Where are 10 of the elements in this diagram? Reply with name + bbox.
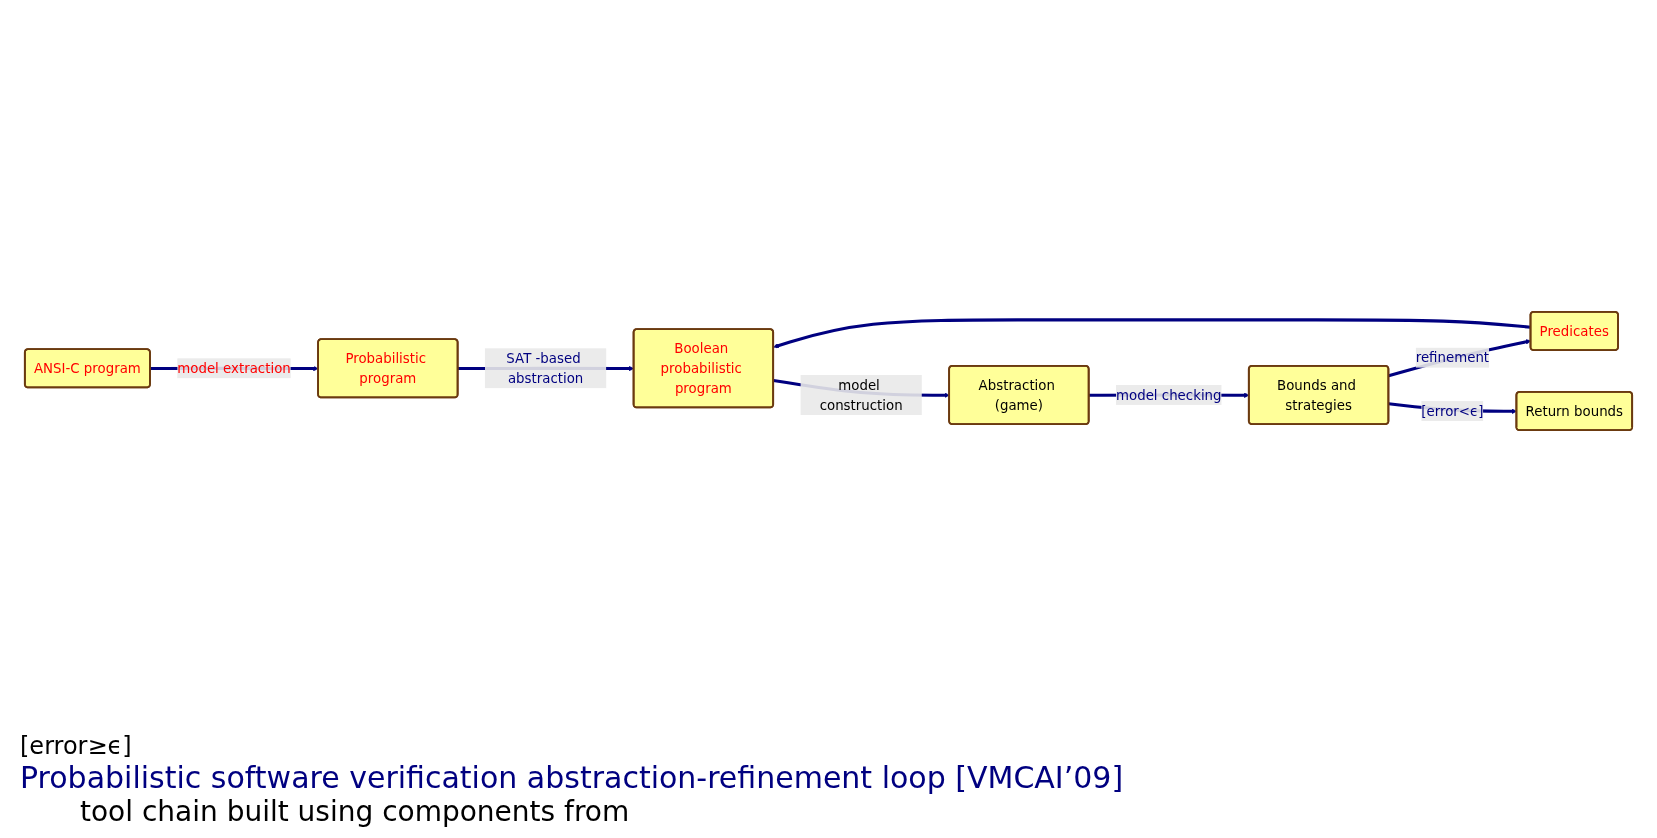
edge-label: model extraction xyxy=(177,360,291,376)
edge-label: refinement xyxy=(1415,350,1490,366)
condition-label: [error≥ϵ] xyxy=(20,732,133,760)
arrow xyxy=(773,318,1531,349)
edge-label: SAT -based abstraction xyxy=(506,350,584,386)
edge-label: model checking xyxy=(1115,387,1222,403)
note-text: Probabilistic software verification abstraction-refinement loop [VMCAI’09] xyxy=(20,760,1125,795)
edge-label: [error<ϵ] xyxy=(1421,403,1484,419)
note-text: tool chain built using components from xyxy=(80,795,631,828)
edge-label: model construction xyxy=(819,377,903,413)
